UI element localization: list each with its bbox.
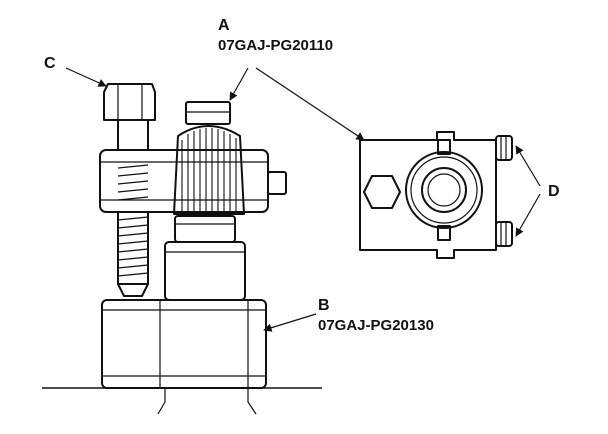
callout-a-part-number: 07GAJ-PG20110 [218,37,333,54]
leader-lines [65,67,541,332]
hex-bolt-head [363,175,401,209]
callout-b-letter: B [318,297,330,314]
set-screws-d [495,135,513,247]
knurled-nut-a [173,101,245,215]
cylinder-body [164,215,246,301]
callout-b-part-number: 07GAJ-PG20130 [318,317,434,334]
base-block-b [101,299,267,389]
callout-d-letter: D [548,183,560,200]
bolt-c [103,83,156,297]
crossbar-plate [99,149,287,213]
lower-legs [157,388,257,415]
callout-a-letter: A [218,17,230,34]
top-view-crossbar [359,131,513,259]
callout-c-letter: C [44,55,56,72]
